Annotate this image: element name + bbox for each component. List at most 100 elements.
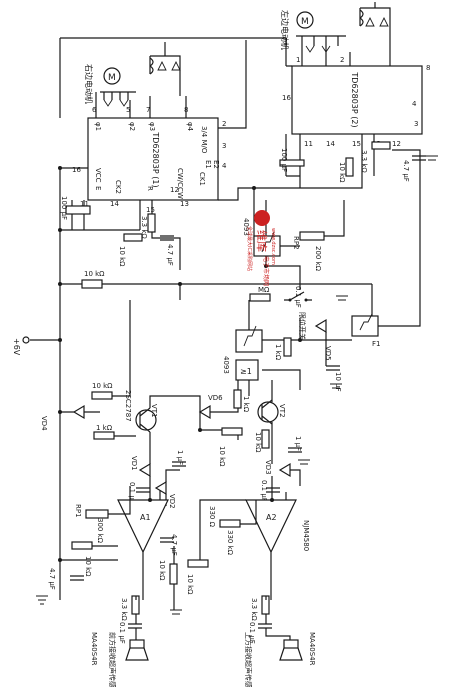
driver-ic-1-pin-7: 7: [146, 106, 150, 114]
sensor-front-part: MA40S4R: [90, 632, 98, 666]
res-10k-u1-label: 10 kΩ: [118, 246, 126, 267]
res-1k-vd6-label: 1 kΩ: [242, 396, 250, 413]
driver-ic-2-pin-4: 4: [412, 100, 417, 108]
res-1k-lower-label: 1 kΩ: [274, 344, 282, 361]
wire-vt1: [60, 300, 201, 446]
res-10k-mid: [81, 279, 103, 289]
opamp-a1-label: A1: [140, 513, 151, 522]
wire-det-a1: [149, 446, 180, 506]
res-3-3k-u1-label: 3.3 kΩ: [140, 216, 148, 239]
res-10k-a1-left: [71, 541, 93, 550]
driver-ic-1-pin-e: E: [94, 186, 102, 190]
driver-ic-1-pin-5: 5: [126, 106, 130, 114]
wire-vcc-u2: [285, 134, 421, 200]
driver-ic-2: [291, 65, 423, 135]
led-vd6: [198, 404, 211, 420]
gate-4093-upper-label: 4093: [242, 218, 250, 236]
res-1k-vt1-label: 1 kΩ: [96, 424, 113, 432]
vd4-label: VD4: [40, 416, 48, 431]
driver-ic-1-pin-2: 2: [222, 120, 226, 128]
ultrasonic-sensor-top: [279, 639, 303, 661]
res-1k-vt1: [93, 431, 115, 440]
vt2-label: VT2: [278, 404, 286, 418]
junction-dots: [58, 166, 302, 562]
cap-0-1uf-a1: [136, 487, 150, 493]
cap-4-7uf-a1-label: 4.7 μF: [170, 534, 178, 556]
wire-f1-out: [325, 200, 421, 366]
wire-det-a2: [271, 440, 301, 500]
res-10k-a2-bias-label: 10 kΩ: [186, 574, 194, 595]
cap-100uf-u2-label: 100 μF: [280, 148, 288, 172]
limit-switch: [284, 291, 312, 302]
res-1mohm-label: MΩ: [258, 286, 270, 294]
supply-terminal: [22, 336, 30, 344]
res-10k-u2: [345, 157, 354, 177]
driver-ic-2-pin-1: 1: [296, 56, 300, 64]
watermark-url: www.dzsc.com: [270, 228, 276, 265]
res-10k-a1-left-label: 10 kΩ: [84, 556, 92, 577]
res-1mohm: [249, 293, 271, 302]
res-3-3k-s2-label: 3.3 kΩ: [250, 598, 258, 621]
cap-0-1uf-s2: [258, 623, 272, 629]
driver-ic-1-pin-16: 16: [72, 166, 81, 174]
wire-mid-bus: [59, 283, 373, 330]
watermark-logo: 维库: [255, 230, 268, 252]
res-10k-a2: [261, 429, 270, 449]
vd2-label: VD2: [168, 494, 176, 509]
res-10k-vt2-label: 10 kΩ: [218, 446, 226, 467]
cap-0-1uf-s1: [128, 623, 142, 629]
wire-u1-rc: [60, 200, 181, 270]
res-1k-vd6: [233, 389, 242, 409]
right-motor-symbol: M: [108, 73, 116, 83]
limit-switch-label: 限位开关: [298, 312, 307, 340]
rp2-label: RP2: [292, 236, 300, 250]
driver-ic-2-pin-16: 16: [282, 94, 291, 102]
res-300k-label: 300 kΩ: [96, 518, 104, 544]
transistor-part-label: 2SC2787: [124, 390, 132, 422]
res-200k-label: 200 kΩ: [314, 246, 322, 272]
cap-1uf-a2-label: 1 μF: [294, 436, 302, 451]
vd6-label: VD6: [208, 394, 223, 402]
driver-ic-1-phase-4: φ4: [186, 122, 194, 132]
res-10k-vd4-label: 10 kΩ: [92, 382, 113, 390]
wire-s2: [265, 596, 291, 640]
driver-ic-1-pin-cwccw: CW/CCW: [176, 168, 184, 199]
driver-ic-1-pin-15: 15: [146, 206, 155, 214]
sensor-top-part: MA40S4R: [308, 632, 316, 666]
driver-ic-1-pin-13: 13: [180, 200, 189, 208]
driver-ic-2-pin-14: 14: [326, 140, 335, 148]
cap-100uf-u1-label: 100 μF: [60, 196, 68, 220]
res-10k-vt2: [221, 427, 243, 436]
cap-4-7uf-u1-label: 4.7 μF: [166, 244, 174, 266]
res-330-label: 330 Ω: [208, 506, 216, 528]
wire-motor1-phases: [95, 92, 187, 118]
driver-ic-1-name: TD62803P (1): [151, 131, 160, 187]
vd1-label: VD1: [130, 456, 138, 471]
wire-supply-rail: [30, 330, 61, 560]
res-3-3k-s1-label: 3.3 kΩ: [120, 598, 128, 621]
driver-ic-1-pin-mo: 3/4 M/O: [200, 126, 208, 154]
wire-a2: [199, 492, 287, 600]
driver-ic-1-pin-14: 14: [110, 200, 119, 208]
left-motor-label: 左边电动机: [280, 10, 290, 50]
driver-ic-1-pin-6: 6: [92, 106, 97, 114]
driver-ic-1-pin-ck2: CK2: [114, 180, 122, 194]
vd3-label: VD3: [264, 460, 272, 475]
res-10k-a1-right-label: 10 kΩ: [158, 560, 166, 581]
cap-0-1uf-a2-label: 0.1 μF: [260, 480, 268, 502]
res-3-3k-u2-label: 3.3 kΩ: [360, 150, 368, 173]
left-motor-symbol: M: [301, 17, 309, 27]
res-10k-a2-bias: [187, 559, 209, 568]
watermark-line1: 电子市场网: [262, 256, 270, 286]
res-3-3k-u2: [371, 141, 391, 150]
wire-motor2-phases: [301, 46, 391, 66]
sensor-front-label: 前方接收超声传感器: [108, 632, 117, 687]
cap-4-7uf-a1: [160, 537, 174, 543]
rp2-trimmer: [299, 231, 325, 241]
wire-ck-bus: [218, 134, 363, 240]
res-10k-a2-label: 10 kΩ: [254, 432, 262, 453]
res-10k-u2-label: 10 kΩ: [338, 162, 346, 183]
rp1-trimmer: [85, 509, 109, 519]
res-330k-label: 330 kΩ: [226, 530, 234, 556]
